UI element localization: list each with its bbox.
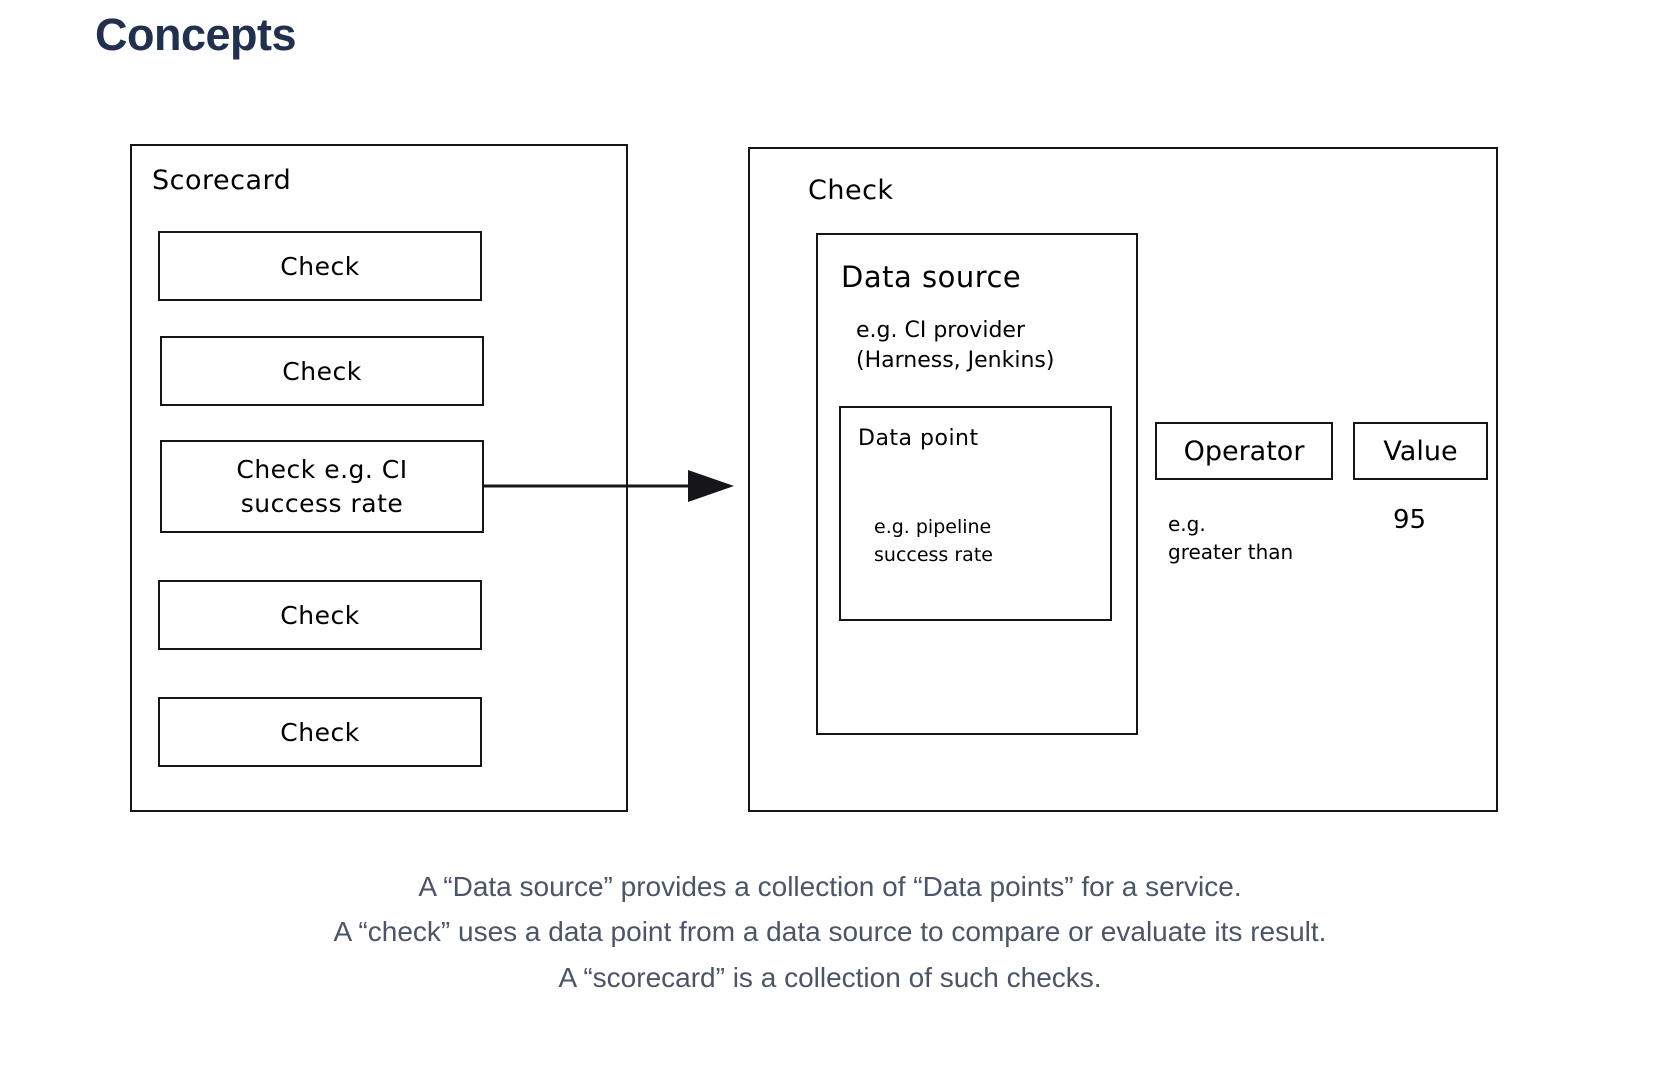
value-label: Value: [1383, 435, 1458, 467]
data-point-note: e.g. pipeline success rate: [874, 516, 993, 566]
caption-line: A “check” uses a data point from a data …: [333, 916, 1327, 948]
caption-block: A “Data source” provides a collection of…: [0, 864, 1660, 1000]
check-item-label: Check: [280, 251, 360, 281]
arrow-right-icon: [484, 470, 734, 502]
data-source-note: e.g. CI provider (Harness, Jenkins): [856, 318, 1055, 373]
check-item-label: Check e.g. CI success rate: [236, 454, 408, 518]
scorecard-title: Scorecard: [152, 165, 292, 196]
check-item-label: Check: [282, 356, 362, 386]
value-container: Value: [1353, 422, 1488, 480]
operator-container: Operator: [1155, 422, 1333, 480]
check-item-label: Check: [280, 600, 360, 630]
data-point-container: [839, 406, 1112, 621]
caption-line: A “Data source” provides a collection of…: [418, 871, 1242, 902]
data-source-title: Data source: [841, 260, 1022, 294]
scorecard-check-item: Check: [158, 231, 482, 301]
value-note: 95: [1393, 505, 1427, 535]
scorecard-check-item-ci-success-rate: Check e.g. CI success rate: [160, 440, 484, 533]
concepts-diagram: Scorecard Check Check Check e.g. CI succ…: [130, 144, 1498, 812]
check-title: Check: [808, 175, 894, 206]
scorecard-check-item: Check: [160, 336, 484, 406]
scorecard-check-item: Check: [158, 580, 482, 650]
operator-label: Operator: [1183, 435, 1305, 467]
operator-note: e.g. greater than: [1168, 512, 1294, 564]
data-point-title: Data point: [858, 426, 979, 451]
scorecard-check-item: Check: [158, 697, 482, 767]
check-item-label: Check: [280, 717, 360, 747]
page-title: Concepts: [95, 9, 297, 60]
caption-line: A “scorecard” is a collection of such ch…: [558, 961, 1102, 993]
